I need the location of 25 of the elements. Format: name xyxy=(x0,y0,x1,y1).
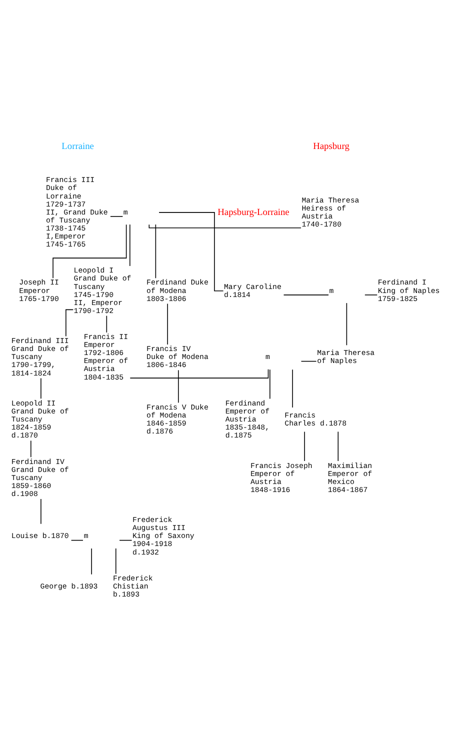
connector xyxy=(91,548,92,575)
connector xyxy=(70,540,84,541)
connector xyxy=(115,548,116,574)
connector xyxy=(304,431,305,462)
connector xyxy=(283,294,329,296)
connector xyxy=(40,498,42,524)
connector xyxy=(338,431,339,462)
connector xyxy=(30,440,32,458)
connector xyxy=(52,224,127,279)
connector xyxy=(110,216,124,217)
connector xyxy=(300,360,317,362)
connector xyxy=(346,302,348,346)
connector xyxy=(178,370,179,404)
connector xyxy=(106,315,108,333)
connector xyxy=(40,378,42,400)
connector xyxy=(167,303,168,345)
label: Hapsburg-Lorraine xyxy=(218,208,290,218)
label: Hapsburg xyxy=(313,142,350,152)
connector xyxy=(364,294,378,296)
connector xyxy=(155,224,156,279)
connector xyxy=(292,369,293,408)
label: Lorraine xyxy=(62,142,94,152)
connector xyxy=(148,224,302,228)
connector xyxy=(130,368,269,378)
connector xyxy=(119,540,132,541)
